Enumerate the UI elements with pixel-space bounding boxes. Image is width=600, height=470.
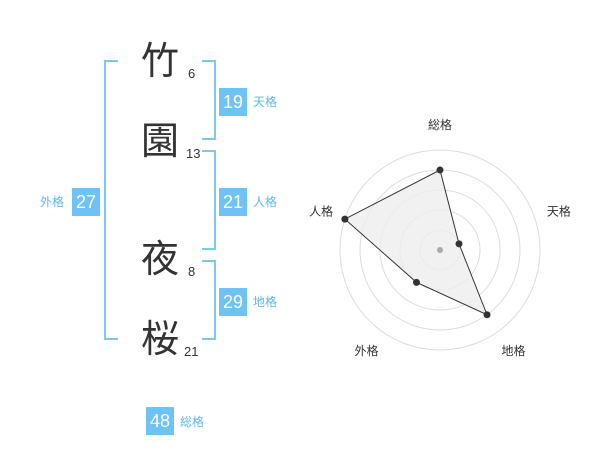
- tenkaku-score: 19: [219, 88, 247, 116]
- stroke-count-1: 6: [188, 66, 196, 81]
- radar-center-dot: [437, 247, 443, 253]
- radar-point-3: [483, 311, 491, 319]
- gaikaku-score: 27: [72, 188, 100, 216]
- tenkaku-label: 天格: [253, 95, 278, 109]
- stroke-count-4: 21: [184, 344, 199, 359]
- jinkaku-label: 人格: [253, 195, 278, 209]
- radar-point-4: [412, 278, 420, 286]
- radar-axis-label-1: 総格: [428, 117, 452, 132]
- radar-area: [344, 169, 488, 316]
- jinkaku-score: 21: [219, 188, 247, 216]
- radar-point-2: [455, 240, 463, 248]
- stroke-count-3: 8: [188, 264, 196, 279]
- radar-axis-label-3: 地格: [501, 343, 525, 358]
- radar-grid-ring: [339, 149, 541, 351]
- radar-point-5: [341, 215, 349, 223]
- chikaku-bracket: [202, 260, 216, 340]
- name-char-1: 竹: [141, 39, 180, 83]
- radar-point-1: [436, 166, 444, 174]
- stroke-count-2: 13: [186, 146, 201, 161]
- radar-axis-label-2: 天格: [547, 203, 571, 218]
- gaikaku-bracket: [104, 60, 118, 340]
- jinkaku-bracket: [202, 150, 216, 250]
- soukaku-label: 総格: [180, 415, 205, 429]
- soukaku-score: 48: [146, 407, 174, 435]
- chikaku-label: 地格: [253, 295, 278, 309]
- gaikaku-label: 外格: [40, 195, 65, 209]
- chikaku-score: 29: [219, 288, 247, 316]
- name-char-3: 夜: [141, 237, 180, 281]
- radar-axis-label-5: 人格: [309, 203, 333, 218]
- name-char-4: 桜: [141, 317, 180, 361]
- radar-axis-label-4: 外格: [355, 343, 379, 358]
- name-char-2: 園: [141, 119, 180, 163]
- tenkaku-bracket: [202, 60, 216, 140]
